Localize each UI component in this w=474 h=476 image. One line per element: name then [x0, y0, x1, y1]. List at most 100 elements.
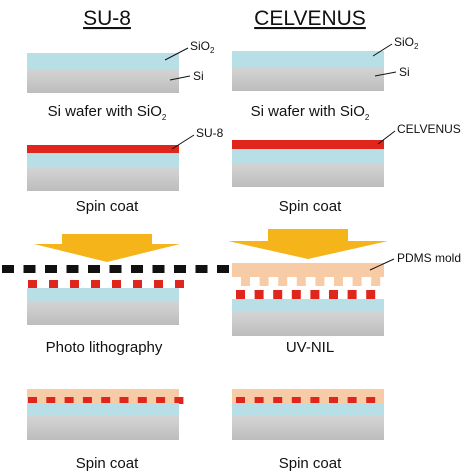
mask-segment — [109, 265, 122, 273]
resist-block — [70, 280, 79, 288]
resist-block — [46, 397, 56, 404]
mold-tooth — [296, 277, 306, 286]
su8-layer — [27, 145, 179, 153]
resist-block — [49, 280, 58, 288]
mask-segment — [23, 265, 36, 273]
si-callout-line — [374, 71, 397, 77]
si-layer — [27, 167, 179, 191]
resist-block — [254, 397, 264, 404]
sio2-callout-line — [164, 47, 189, 61]
caption-uvnil: UV-NIL — [286, 339, 334, 356]
pdms-body — [232, 263, 384, 277]
right-spincoat-stack — [232, 140, 384, 187]
mold-tooth — [315, 277, 325, 286]
label-su8: SU-8 — [196, 126, 224, 140]
resist-block — [156, 397, 166, 404]
sio2-layer — [232, 299, 384, 312]
si-layer — [232, 416, 384, 440]
resist-block — [119, 397, 129, 404]
sio2-layer — [27, 153, 179, 167]
pdms-teeth — [241, 277, 381, 286]
sio2-layer — [27, 288, 179, 301]
header-su8: SU-8 — [83, 7, 131, 30]
resist-block — [329, 397, 338, 404]
imprint-arrow-icon — [228, 229, 388, 259]
resist-block — [112, 280, 121, 288]
celvenus-pattern — [236, 290, 376, 299]
mask-segment — [66, 265, 79, 273]
label-pdms: PDMS mold — [397, 251, 461, 265]
mold-tooth — [371, 277, 381, 286]
pdms-mold — [232, 263, 384, 286]
si-layer — [232, 163, 384, 187]
resist-block — [366, 290, 376, 299]
coating-layer — [232, 389, 384, 403]
label-si-left: Si — [193, 69, 204, 83]
label-sio2-right: SiO2 — [394, 35, 419, 51]
resist-block — [347, 397, 357, 404]
mask-segment — [45, 265, 57, 273]
exposure-arrow-icon — [34, 234, 180, 262]
sio2-layer — [232, 51, 384, 67]
caption-photolithography: Photo lithography — [46, 339, 163, 356]
si-layer — [27, 69, 179, 93]
resist-block — [254, 290, 264, 299]
resist-block — [310, 397, 320, 404]
left-wafer-stack — [27, 53, 179, 93]
resist-block — [82, 397, 92, 404]
mask-segment — [174, 265, 186, 273]
caption-spincoat-right: Spin coat — [279, 198, 342, 215]
resist-block — [174, 397, 184, 404]
right-final-stack — [232, 389, 384, 440]
resist-block — [236, 397, 245, 404]
mask-segment — [2, 265, 14, 273]
mask-segment — [131, 265, 143, 273]
left-lithography-stack — [27, 280, 184, 325]
right-wafer-stack — [232, 51, 384, 91]
mask-segment — [152, 265, 165, 273]
sio2-callout-line — [372, 43, 393, 57]
caption-spincoat-left: Spin coat — [76, 198, 139, 215]
mold-tooth — [241, 277, 250, 286]
resist-block — [137, 397, 147, 404]
caption-wafer-right: Si wafer with SiO2 — [251, 103, 370, 122]
pdms-callout-line — [369, 258, 395, 271]
photomask — [2, 265, 251, 273]
mask-segment — [195, 265, 208, 273]
su8-pattern — [28, 280, 184, 288]
su8-pattern — [28, 397, 184, 404]
sio2-layer — [232, 149, 384, 163]
resist-block — [28, 280, 37, 288]
si-layer — [232, 312, 384, 336]
resist-block — [133, 280, 142, 288]
resist-block — [291, 290, 301, 299]
resist-block — [310, 290, 320, 299]
label-si-right: Si — [399, 65, 410, 79]
resist-block — [329, 290, 338, 299]
resist-block — [64, 397, 74, 404]
mold-tooth — [334, 277, 343, 286]
left-spincoat-stack — [27, 145, 179, 191]
mask-segment — [217, 265, 229, 273]
mold-tooth — [278, 277, 288, 286]
resist-block — [366, 397, 376, 404]
caption-final-right: Spin coat — [279, 455, 342, 472]
si-layer — [27, 416, 179, 440]
su8-callout-line — [171, 134, 195, 150]
sio2-layer — [232, 403, 384, 416]
caption-final-left: Spin coat — [76, 455, 139, 472]
label-celvenus: CELVENUS — [397, 122, 461, 136]
mold-tooth — [259, 277, 269, 286]
celvenus-pattern — [236, 397, 376, 404]
header-celvenus: CELVENUS — [254, 7, 366, 30]
sio2-layer — [27, 53, 179, 69]
resist-block — [273, 290, 283, 299]
si-layer — [27, 301, 179, 325]
resist-block — [154, 280, 163, 288]
mold-tooth — [352, 277, 362, 286]
resist-block — [91, 280, 100, 288]
resist-block — [291, 397, 301, 404]
resist-block — [273, 397, 283, 404]
